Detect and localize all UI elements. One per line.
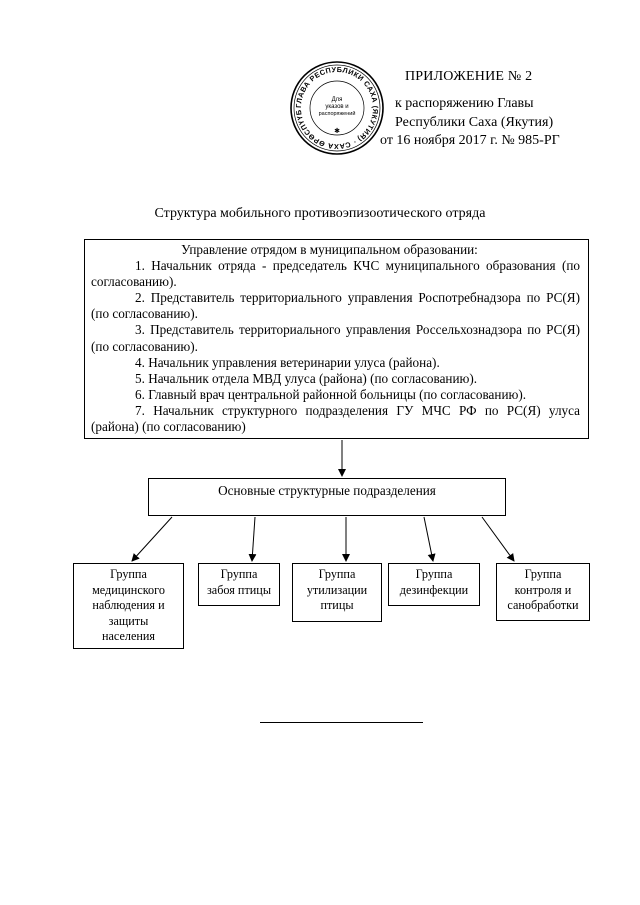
group-label-line: Группа	[524, 567, 562, 581]
group-label-line: контроля и	[514, 582, 572, 597]
arrow-to-group-disinfection	[423, 516, 436, 562]
seal-star-icon: ✱	[334, 127, 340, 135]
group-label-line: медицинского	[92, 582, 165, 597]
group-label-line: Группа	[415, 567, 453, 581]
group-medical-observation: Группа медицинского наблюдения и защиты …	[73, 563, 184, 649]
management-heading: Управление отрядом в муниципальном образ…	[181, 242, 478, 257]
official-seal: ГЛАВА РЕСПУБЛИКИ САХА (ЯКУТИЯ) · САХА ӨР…	[286, 53, 385, 156]
order-reference-line1: к распоряжению Главы	[395, 96, 534, 111]
structural-units-box: Основные структурные подразделения	[148, 478, 506, 516]
group-poultry-disposal: Группа утилизации птицы	[292, 563, 382, 622]
group-label-line: Группа	[318, 567, 356, 581]
arrow-to-group-medical	[131, 516, 173, 562]
group-label-line: Группа	[110, 567, 147, 581]
seal-center-line3: распоряжений	[319, 110, 356, 117]
seal-graphic: ГЛАВА РЕСПУБЛИКИ САХА (ЯКУТИЯ) · САХА ӨР…	[286, 53, 384, 155]
management-item: 1. Начальник отряда - председатель КЧС м…	[91, 258, 580, 290]
footer-divider	[260, 722, 423, 723]
order-reference-line3: от 16 ноября 2017 г. № 985-РГ	[380, 133, 560, 148]
seal-center-line2: указов и	[325, 104, 348, 110]
group-label-line: санобработки	[507, 598, 579, 613]
group-label-line: населения	[101, 629, 156, 644]
group-control-sanitation: Группа контроля и санобработки	[496, 563, 590, 621]
arrow-to-group-slaughter	[248, 516, 257, 562]
management-item: 5. Начальник отдела МВД улуса (района) (…	[135, 370, 478, 386]
group-poultry-slaughter: Группа забоя птицы	[198, 563, 280, 606]
group-disinfection: Группа дезинфекции	[388, 563, 480, 606]
group-label-line: птицы	[320, 598, 354, 613]
management-item: 3. Представитель территориального управл…	[91, 322, 580, 354]
order-reference-line2: Республики Саха (Якутия)	[395, 115, 554, 130]
group-label-line: наблюдения и	[92, 598, 165, 613]
management-item: 7. Начальник структурного подразделения …	[91, 402, 580, 435]
management-item: 4. Начальник управления ветеринарии улус…	[135, 354, 440, 370]
arrow-to-group-control	[481, 516, 515, 562]
group-label-line: дезинфекции	[399, 582, 469, 597]
management-item: 6. Главный врач центральной районной бол…	[135, 386, 527, 402]
group-label-line: утилизации	[306, 582, 368, 597]
document-title: Структура мобильного противоэпизоотическ…	[154, 206, 486, 221]
group-label-line: защиты	[108, 613, 149, 628]
seal-center-line1: Для	[332, 97, 343, 103]
management-box: Управление отрядом в муниципальном образ…	[84, 239, 589, 439]
management-item: 2. Представитель территориального управл…	[91, 290, 580, 322]
group-label-line: забоя птицы	[206, 582, 272, 597]
appendix-label: ПРИЛОЖЕНИЕ № 2	[405, 69, 533, 84]
group-label-line: Группа	[220, 567, 258, 581]
